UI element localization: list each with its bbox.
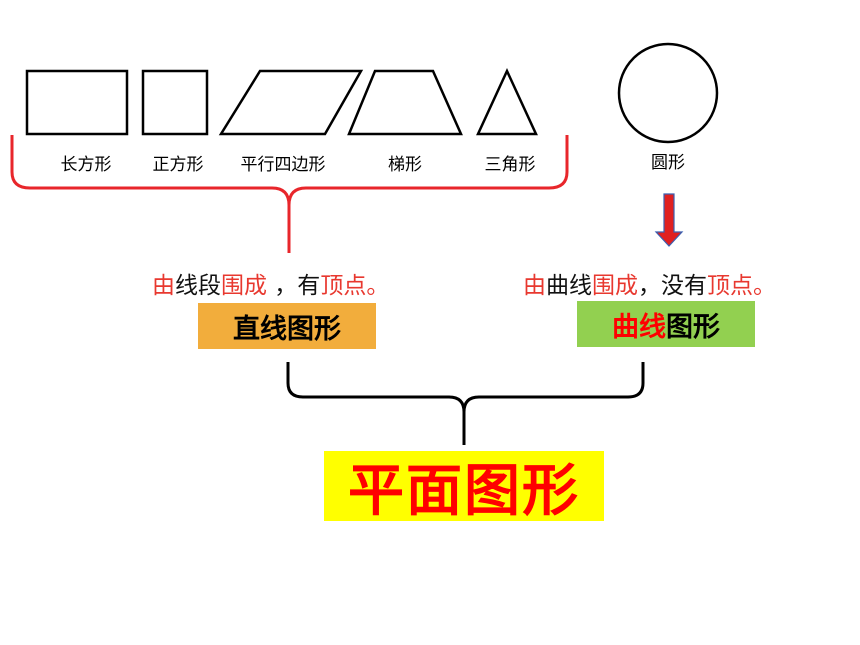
circle-shape [617, 42, 719, 144]
shape-label-parallelogram: 平行四边形 [240, 155, 326, 175]
parallelogram-shape [218, 69, 364, 136]
straight-desc-part1: 由 [152, 273, 175, 299]
curve-figure-label-part1: 曲线 [612, 311, 666, 343]
triangle-shape [476, 68, 538, 136]
curve-desc-part2: 曲线 [546, 273, 592, 299]
trapezoid-shape [347, 69, 463, 136]
straight-desc-part2: 线段 [175, 273, 221, 299]
straight-desc-part5: 顶点。 [320, 273, 390, 299]
shape-label-square: 正方形 [152, 155, 204, 175]
plane-figure-label: 平面图形 [348, 458, 580, 524]
shape-label-triangle: 三角形 [484, 155, 536, 175]
plane-figure-box: 平面图形 [324, 451, 604, 524]
curve-figure-box: 曲线图形 [577, 301, 755, 347]
shape-label-trapezoid: 梯形 [388, 155, 422, 175]
curve-desc-part1: 由 [523, 273, 546, 299]
curve-desc-part5: 顶点。 [707, 273, 776, 299]
curve-desc-part3: 围成 [592, 273, 638, 299]
black-brace [286, 362, 645, 445]
shape-label-rectangle: 长方形 [60, 155, 112, 175]
square-shape [141, 69, 209, 136]
straight-figure-box: 直线图形 [198, 303, 376, 349]
straight-desc-part3: 围成 [221, 273, 267, 299]
straight-description: 由线段围成 ，有顶点。 [152, 266, 389, 300]
down-arrow-icon [654, 193, 684, 247]
straight-figure-label: 直线图形 [233, 313, 341, 345]
straight-desc-part4: ，有 [267, 273, 321, 299]
curve-description: 由曲线围成，没有顶点。 [523, 266, 776, 300]
red-brace [10, 135, 569, 253]
curve-desc-part4: ，没有 [638, 273, 707, 299]
shape-label-circle: 圆形 [651, 153, 685, 173]
curve-figure-label-part2: 图形 [666, 311, 720, 343]
rectangle-shape [25, 69, 129, 136]
